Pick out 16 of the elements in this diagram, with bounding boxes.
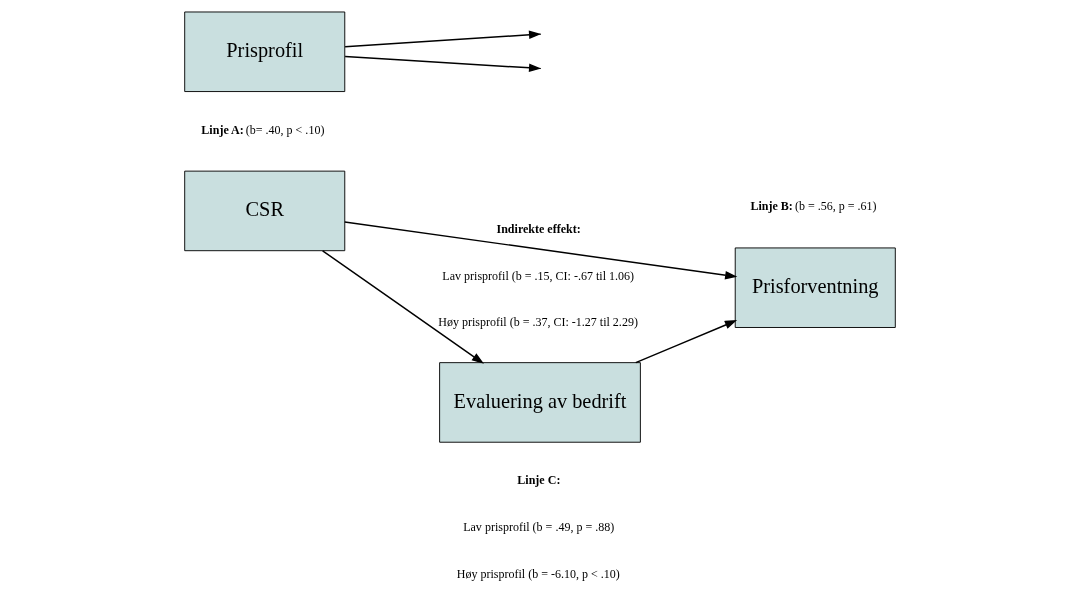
label: Linje B: (b = .56, p = .61) <box>750 199 877 214</box>
label: Lav prisprofil (b = .49, p = .88) <box>462 520 614 535</box>
arrow <box>634 320 737 364</box>
arrow <box>321 250 484 364</box>
node-box: Prisprofil <box>183 11 345 93</box>
node-box: Prisforventning <box>734 247 896 328</box>
label: Høy prisprofil (b = -6.10, p < .10) <box>456 566 620 581</box>
arrow <box>343 30 541 48</box>
label: Linje A: (b= .40, p < .10) <box>200 122 324 137</box>
node-box: CSR <box>183 170 345 252</box>
label: Indirekte effekt: <box>496 221 581 236</box>
label: Linje C: <box>516 473 560 488</box>
node-box: Evaluering av bedrift <box>438 362 641 443</box>
label: Høy prisprofil (b = .37, CI: -1.27 til 2.29) <box>437 315 638 330</box>
label: Lav prisprofil (b = .15, CI: -.67 til 1.06) <box>441 268 634 283</box>
arrow <box>343 221 737 280</box>
